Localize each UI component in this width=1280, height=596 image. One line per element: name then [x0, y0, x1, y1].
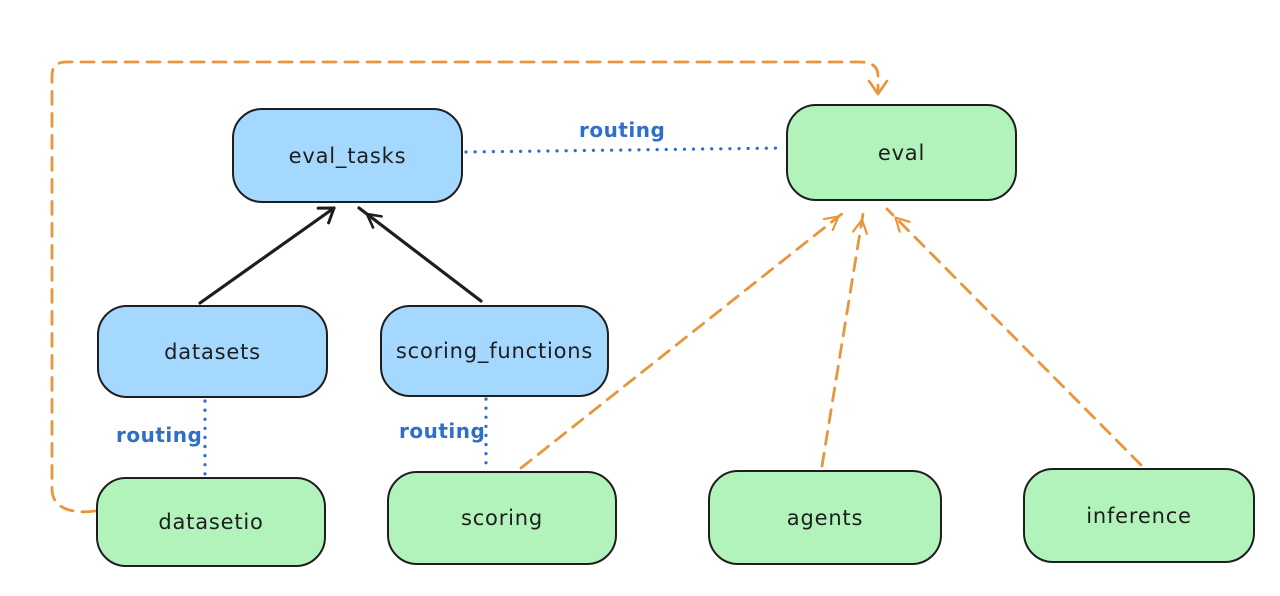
- edge-datasetio-to-eval: [50, 60, 889, 514]
- node-eval-tasks: eval_tasks: [232, 108, 463, 203]
- edge-datasets-to-eval-tasks: [198, 206, 336, 305]
- edge-inference-to-eval: [885, 207, 1143, 467]
- edge-label-routing-top: routing: [579, 118, 666, 142]
- edge-eval-tasks-to-eval: [464, 146, 786, 154]
- node-scoring-functions: scoring_functions: [380, 305, 609, 397]
- edge-agents-to-eval: [820, 206, 868, 468]
- edge-scoring-to-eval: [519, 207, 850, 470]
- node-eval: eval: [786, 104, 1017, 201]
- edge-label-routing-datasets: routing: [116, 423, 203, 447]
- edge-label-routing-scoring: routing: [399, 419, 486, 443]
- edge-scoring-functions-to-eval-tasks: [357, 206, 483, 303]
- node-datasetio: datasetio: [96, 477, 326, 567]
- node-datasets: datasets: [97, 305, 328, 398]
- node-agents: agents: [708, 470, 942, 565]
- node-scoring: scoring: [387, 471, 617, 565]
- node-inference: inference: [1023, 468, 1255, 563]
